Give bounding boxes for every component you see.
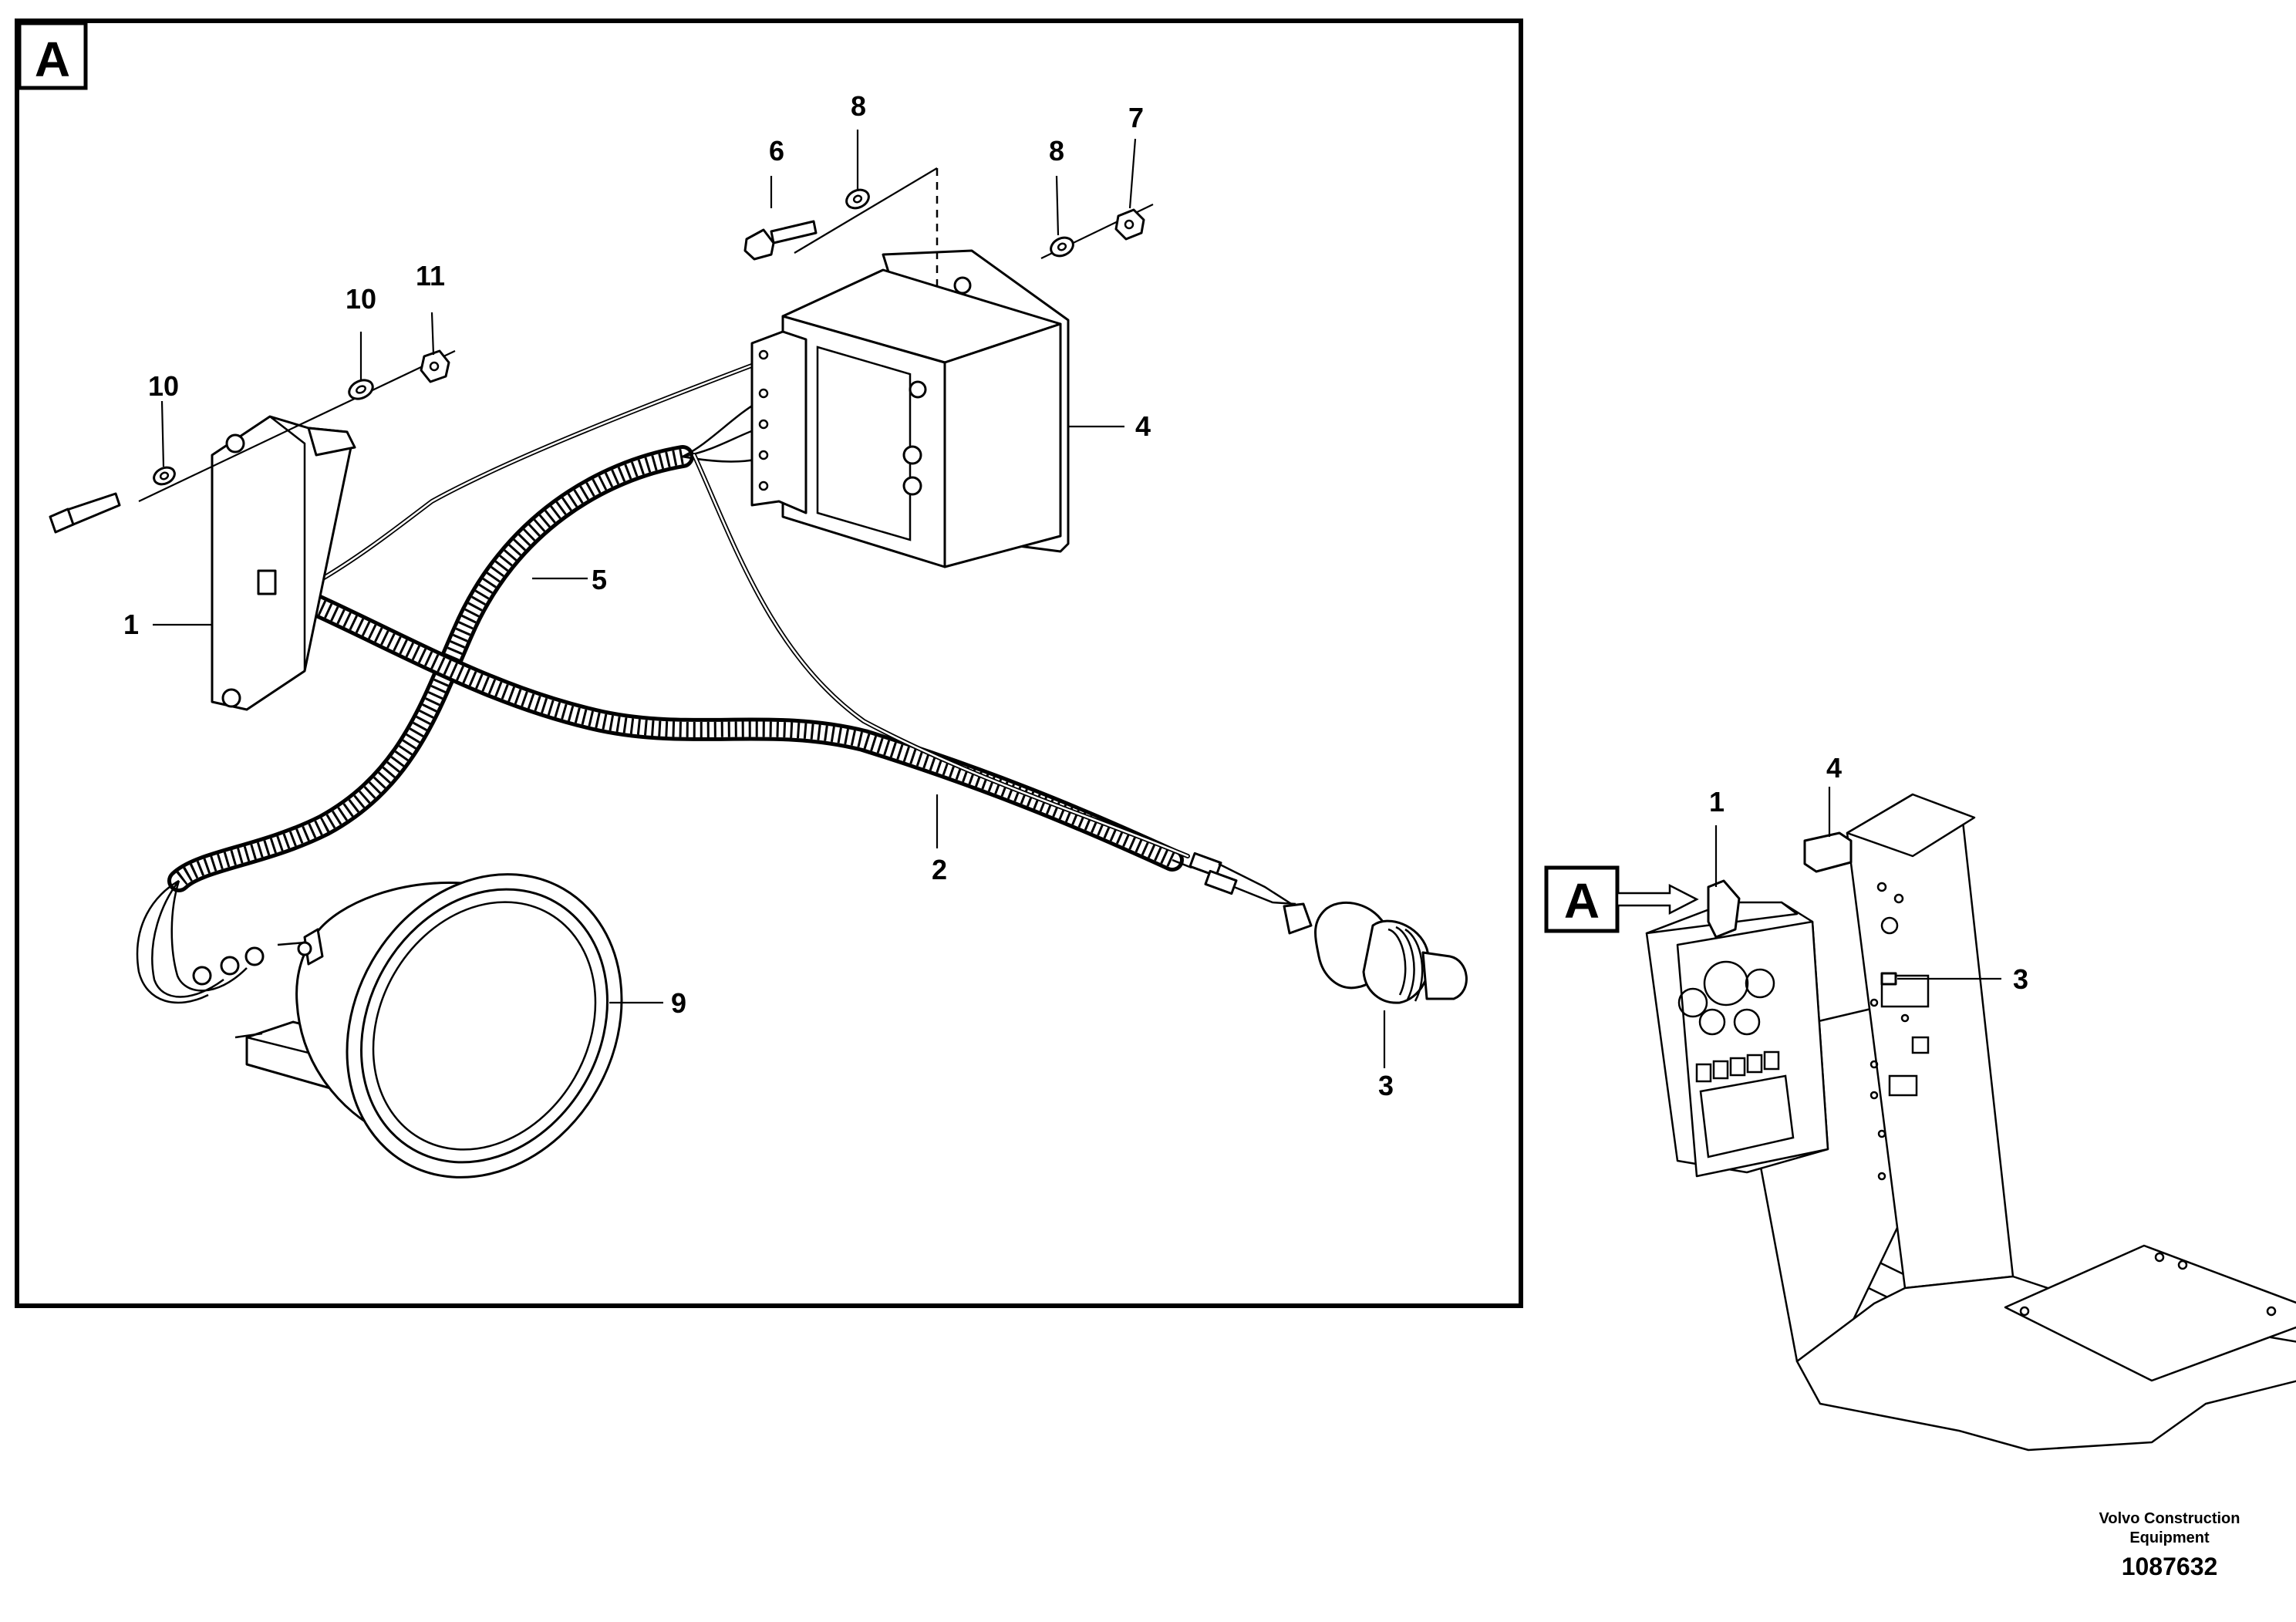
callout-4: 4	[1135, 410, 1151, 442]
detail-view-a: A	[15, 19, 1523, 1308]
callout-11: 11	[416, 260, 445, 292]
fasteners	[49, 188, 1154, 534]
callout-10-lower: 10	[148, 370, 179, 402]
overview-letter-box	[1544, 865, 1620, 933]
callout-numbers: 6 8 8 7 11 10 10 1 4 5 2 3 9	[123, 90, 1394, 1101]
overview-callout-1: 1	[1709, 786, 1725, 818]
callout-5: 5	[592, 564, 607, 595]
leader-lines	[153, 130, 1386, 1068]
callout-6: 6	[769, 135, 784, 167]
part-4-relay-box	[750, 167, 1070, 568]
part-3-push-switch	[1283, 901, 1468, 1004]
overview-callout-3: 3	[2013, 963, 2028, 995]
part-9-gauge	[234, 873, 623, 1179]
callout-9: 9	[671, 987, 686, 1019]
footer-company-line2: Equipment	[2129, 1529, 2210, 1546]
footer: Volvo Construction Equipment 1087632	[2099, 1510, 2240, 1580]
overview-arrow	[1616, 883, 1699, 916]
callout-10-upper: 10	[346, 283, 376, 315]
footer-drawing-number: 1087632	[2122, 1553, 2218, 1580]
callout-1: 1	[123, 609, 139, 640]
overview-console: A 1 4 3	[1544, 752, 2296, 1452]
detail-frame	[15, 19, 1523, 1308]
part-1-control-unit	[211, 415, 356, 711]
conduit-5	[167, 445, 694, 892]
detail-letter-box	[17, 21, 88, 90]
detail-letter: A	[35, 32, 70, 87]
conduit-2	[252, 571, 1184, 872]
overview-letter: A	[1564, 873, 1600, 929]
callout-7: 7	[1128, 102, 1144, 133]
overview-callout-4: 4	[1826, 752, 1842, 784]
callout-8-left: 8	[851, 90, 866, 122]
callout-3: 3	[1378, 1070, 1394, 1101]
footer-company-line1: Volvo Construction	[2099, 1510, 2240, 1527]
callout-8-right: 8	[1049, 135, 1064, 167]
callout-2: 2	[932, 854, 947, 885]
